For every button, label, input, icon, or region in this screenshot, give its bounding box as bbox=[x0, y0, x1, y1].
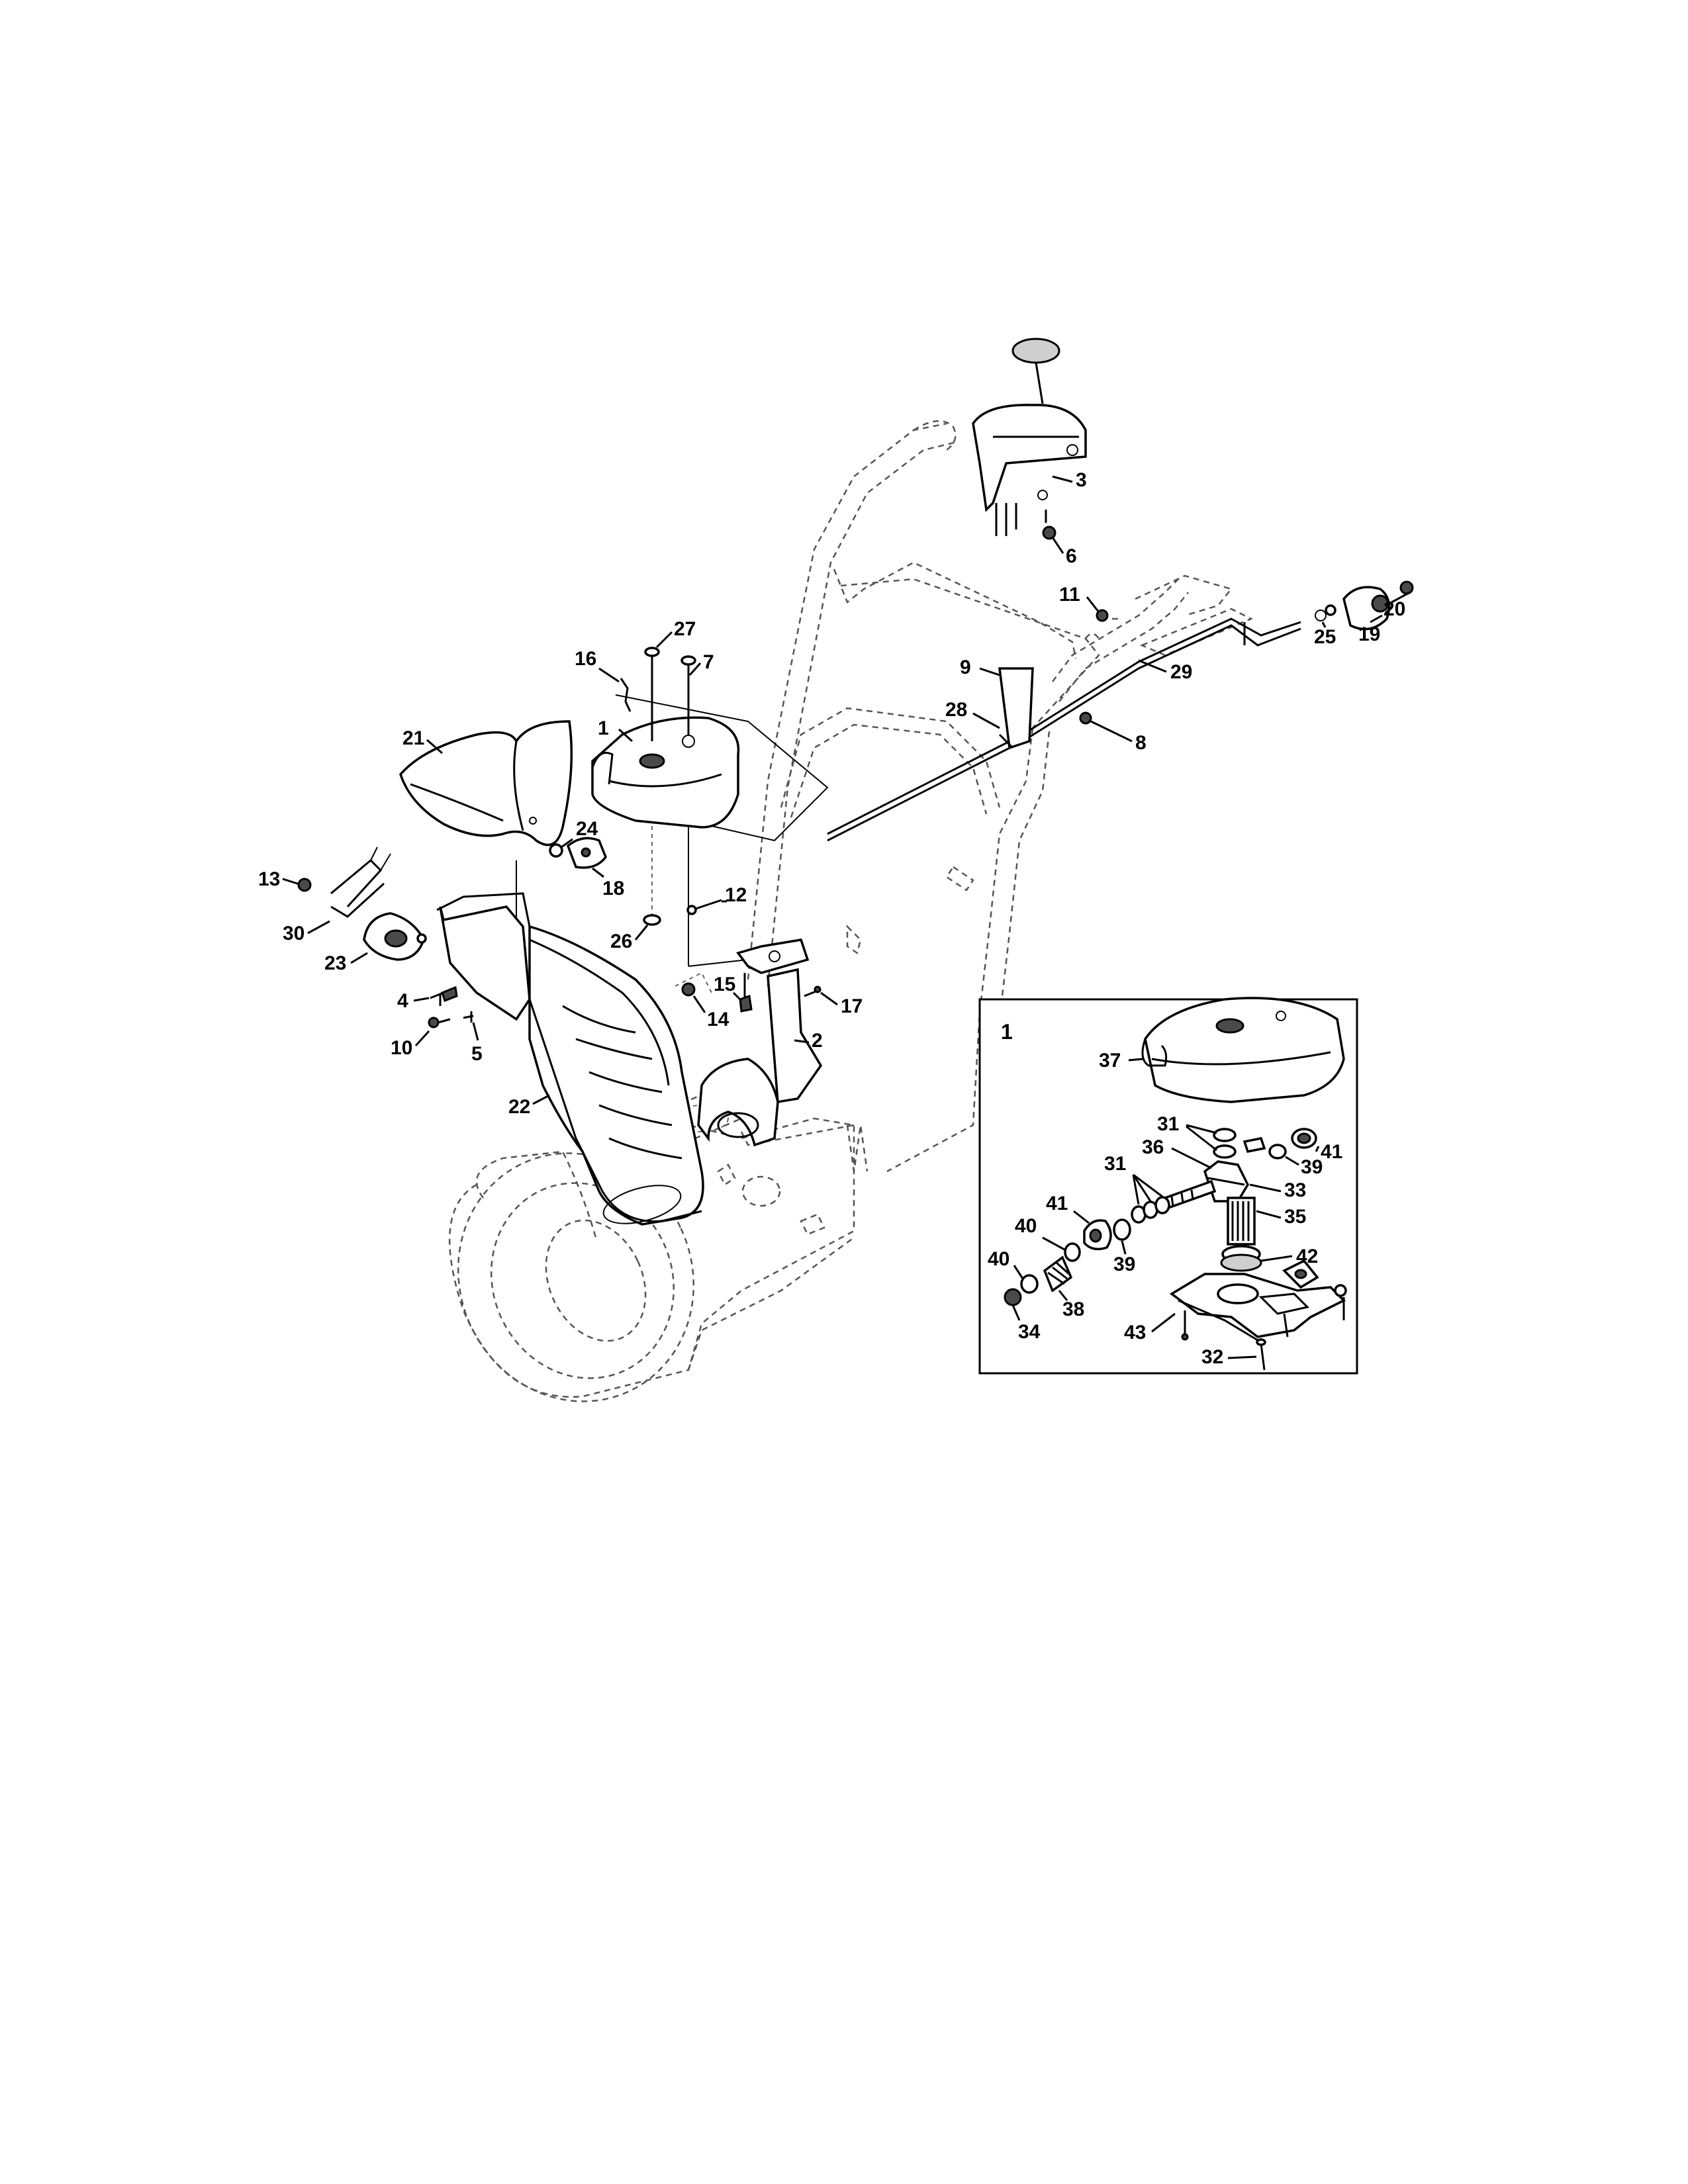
callout-29: 29 bbox=[1170, 661, 1192, 683]
inset-callout-39-right: 39 bbox=[1301, 1156, 1323, 1178]
inset-callout-41-right: 41 bbox=[1321, 1141, 1342, 1163]
callout-12: 12 bbox=[725, 884, 747, 906]
callout-16: 16 bbox=[575, 648, 596, 670]
chute-fasteners bbox=[428, 985, 474, 1028]
callout-27: 27 bbox=[674, 618, 696, 640]
callout-15: 15 bbox=[714, 974, 735, 995]
inset-callout-38: 38 bbox=[1062, 1298, 1084, 1320]
inset-callout-34: 34 bbox=[1018, 1321, 1041, 1343]
main-callouts: 1 2 3 4 5 6 7 8 9 10 11 12 13 14 15 16 1… bbox=[258, 469, 1411, 1118]
inset-callout-36: 36 bbox=[1142, 1136, 1164, 1158]
inset-callout-42: 42 bbox=[1296, 1246, 1318, 1267]
chute-gear-cover bbox=[591, 716, 740, 829]
callout-2: 2 bbox=[812, 1030, 823, 1052]
callout-3: 3 bbox=[1076, 469, 1087, 491]
inset-callout-31-top: 31 bbox=[1157, 1113, 1179, 1135]
callout-7: 7 bbox=[703, 651, 714, 673]
inset-callout-35: 35 bbox=[1284, 1206, 1306, 1228]
inset-callout-32: 32 bbox=[1201, 1346, 1223, 1368]
chute-bracket-assembly bbox=[643, 899, 823, 1147]
inset-callout-39-mid: 39 bbox=[1113, 1253, 1135, 1275]
callout-14: 14 bbox=[707, 1009, 729, 1030]
callout-11: 11 bbox=[1059, 584, 1080, 606]
inset-callout-37: 37 bbox=[1099, 1050, 1121, 1071]
shift-lever-assembly bbox=[972, 338, 1087, 540]
inset-callout-41-left: 41 bbox=[1046, 1193, 1068, 1214]
callout-5: 5 bbox=[471, 1043, 483, 1065]
cover-bolts bbox=[620, 647, 696, 741]
inset-callout-40-lower: 40 bbox=[988, 1248, 1009, 1270]
callout-8: 8 bbox=[1135, 732, 1147, 754]
callout-9: 9 bbox=[960, 657, 971, 678]
callout-10: 10 bbox=[391, 1037, 412, 1059]
control-rod-assembly bbox=[827, 580, 1414, 842]
callout-28: 28 bbox=[945, 699, 967, 721]
inset-callout-40-upper: 40 bbox=[1015, 1215, 1037, 1237]
callout-20: 20 bbox=[1383, 598, 1405, 620]
callout-17: 17 bbox=[841, 995, 863, 1017]
handle-frame bbox=[747, 420, 1253, 1173]
callout-23: 23 bbox=[324, 952, 346, 974]
callout-21: 21 bbox=[402, 727, 424, 749]
inset-callout-33: 33 bbox=[1284, 1179, 1306, 1201]
callout-24: 24 bbox=[576, 818, 598, 840]
inset-callout-31-mid: 31 bbox=[1104, 1153, 1126, 1175]
callout-4: 4 bbox=[397, 990, 408, 1012]
deflector-knob bbox=[549, 837, 607, 869]
callout-30: 30 bbox=[283, 923, 305, 944]
rod-bracket bbox=[998, 609, 1109, 750]
callout-26: 26 bbox=[610, 931, 632, 952]
inset-callout-43: 43 bbox=[1124, 1322, 1146, 1343]
discharge-chute bbox=[436, 892, 704, 1226]
callout-18: 18 bbox=[602, 878, 624, 899]
chute-tilt-assembly bbox=[297, 846, 427, 961]
chute-deflector bbox=[399, 720, 573, 846]
inset-detail-1: 1 bbox=[978, 997, 1358, 1375]
callout-22: 22 bbox=[508, 1096, 530, 1118]
callout-19: 19 bbox=[1358, 623, 1380, 645]
callout-1: 1 bbox=[598, 717, 609, 739]
callout-6: 6 bbox=[1066, 545, 1077, 567]
callout-25: 25 bbox=[1314, 626, 1336, 648]
callout-13: 13 bbox=[258, 868, 280, 890]
inset-title: 1 bbox=[1001, 1020, 1013, 1044]
